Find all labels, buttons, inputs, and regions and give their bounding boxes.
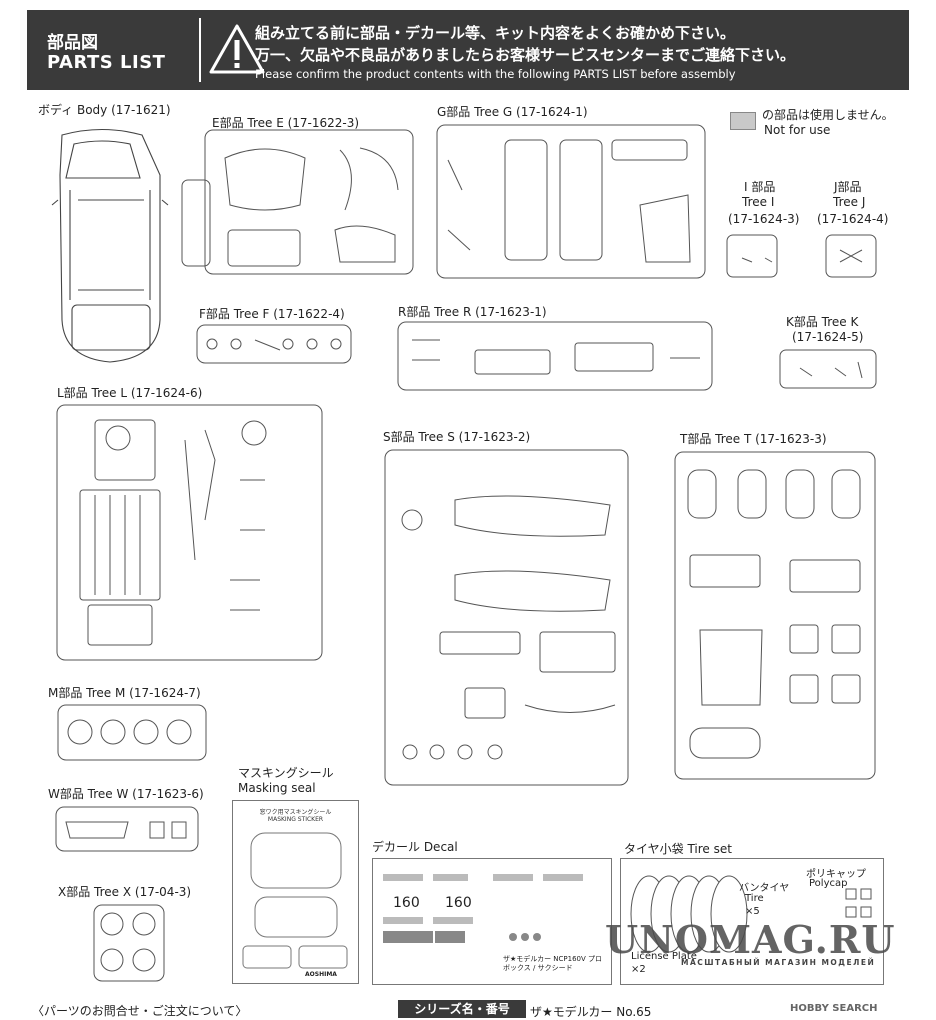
- tree-ij-drawing: [726, 234, 877, 278]
- masking-seal-sheet: 窓ワク用マスキングシール MASKING STICKER AOSHIMA: [232, 800, 359, 984]
- label-body: ボディ Body (17-1621): [38, 103, 171, 117]
- label-tree-j-code: (17-1624-4): [817, 212, 889, 226]
- label-tree-s: S部品 Tree S (17-1623-2): [383, 430, 531, 444]
- tree-s-drawing: [384, 449, 629, 786]
- decal-note: ザ★モデルカー NCP160V プロボックス / サクシード: [503, 955, 603, 972]
- tire-graphics: [630, 875, 872, 953]
- warning-en: Please confirm the product contents with…: [255, 67, 736, 81]
- warning-jp-2: 万一、欠品や不良品がありましたらお客様サービスセンターまでご連絡下さい。: [255, 46, 796, 64]
- tree-r-drawing: [397, 321, 713, 391]
- masking-brand: AOSHIMA: [305, 971, 337, 978]
- label-tree-j-jp: J部品: [834, 180, 862, 194]
- tree-t-drawing: [674, 451, 876, 780]
- tree-x-drawing: [93, 904, 165, 982]
- masking-sheet-sub: MASKING STICKER: [267, 816, 324, 823]
- tree-g-drawing: [436, 124, 706, 279]
- label-tree-m: M部品 Tree M (17-1624-7): [48, 686, 201, 700]
- tire-qty: ×5: [745, 906, 760, 917]
- legend-en: Not for use: [764, 123, 831, 137]
- hobby-search-logo: HOBBY SEARCH: [790, 1003, 878, 1014]
- title-jp: 部品図: [47, 33, 98, 53]
- decal-sheet: 160 160 ザ★モデルカー NCP160V プロボックス / サクシード: [372, 858, 612, 985]
- label-tree-e: E部品 Tree E (17-1622-3): [212, 116, 360, 130]
- series-label: シリーズ名・番号: [398, 1000, 526, 1018]
- watermark-sub: МАСШТАБНЫЙ МАГАЗИН МОДЕЛЕЙ: [681, 958, 876, 967]
- tree-f-drawing: [196, 324, 352, 364]
- masking-sheet-title: 窓ワク用マスキングシール: [259, 809, 332, 816]
- label-tree-t: T部品 Tree T (17-1623-3): [680, 432, 827, 446]
- tire-jp: バンタイヤ: [739, 883, 790, 894]
- not-for-use-swatch: [730, 112, 756, 130]
- tire-en: Tire: [745, 893, 764, 904]
- plate-qty: ×2: [631, 964, 646, 975]
- tree-m-drawing: [57, 704, 207, 761]
- label-tree-w: W部品 Tree W (17-1623-6): [48, 787, 204, 801]
- decal-plate-2: 160: [445, 895, 472, 911]
- label-tree-f: F部品 Tree F (17-1622-4): [199, 307, 345, 321]
- label-tree-k-code: (17-1624-5): [792, 330, 864, 344]
- label-tree-i-jp: I 部品: [744, 180, 776, 194]
- label-masking-jp: マスキングシール: [238, 766, 334, 780]
- label-tree-k: K部品 Tree K: [786, 315, 859, 329]
- tree-k-drawing: [779, 349, 877, 389]
- label-tree-l: L部品 Tree L (17-1624-6): [57, 386, 203, 400]
- label-decal: デカール Decal: [372, 840, 458, 854]
- masking-shapes: [242, 832, 348, 969]
- tire-set-box: バンタイヤ Tire ×5 ポリキャップ Polycap License Pla…: [620, 858, 884, 985]
- polycap-jp: ポリキャップ: [806, 869, 866, 880]
- label-tire-set: タイヤ小袋 Tire set: [624, 842, 732, 856]
- tree-e-drawing: [181, 129, 414, 275]
- warning-icon: [209, 24, 265, 74]
- label-tree-j-en: Tree J: [833, 195, 866, 209]
- tree-l-drawing: [56, 404, 323, 661]
- decal-graphics: [383, 874, 583, 943]
- label-tree-x: X部品 Tree X (17-04-3): [58, 885, 192, 899]
- footer-contact: 〈パーツのお問合せ・ご注文について〉: [32, 1004, 248, 1018]
- header-banner: 部品図 PARTS LIST 組み立てる前に部品・デカール等、キット内容をよくお…: [27, 10, 909, 90]
- tree-w-drawing: [55, 806, 199, 852]
- label-masking-en: Masking seal: [238, 781, 316, 795]
- label-tree-r: R部品 Tree R (17-1623-1): [398, 305, 547, 319]
- title-en: PARTS LIST: [47, 52, 166, 73]
- decal-plate-1: 160: [393, 895, 420, 911]
- polycap-en: Polycap: [809, 878, 848, 889]
- divider: [199, 18, 201, 82]
- watermark-main: UNOMAG.RU: [605, 917, 896, 962]
- plate-en: License Plate: [631, 951, 697, 962]
- warning-jp-1: 組み立てる前に部品・デカール等、キット内容をよくお確かめ下さい。: [255, 24, 736, 42]
- label-tree-i-code: (17-1624-3): [728, 212, 800, 226]
- label-tree-g: G部品 Tree G (17-1624-1): [437, 105, 588, 119]
- series-value: ザ★モデルカー No.65: [530, 1005, 652, 1019]
- label-tree-i-en: Tree I: [742, 195, 775, 209]
- body-drawing: [51, 128, 169, 363]
- legend-jp: の部品は使用しません。: [762, 108, 894, 122]
